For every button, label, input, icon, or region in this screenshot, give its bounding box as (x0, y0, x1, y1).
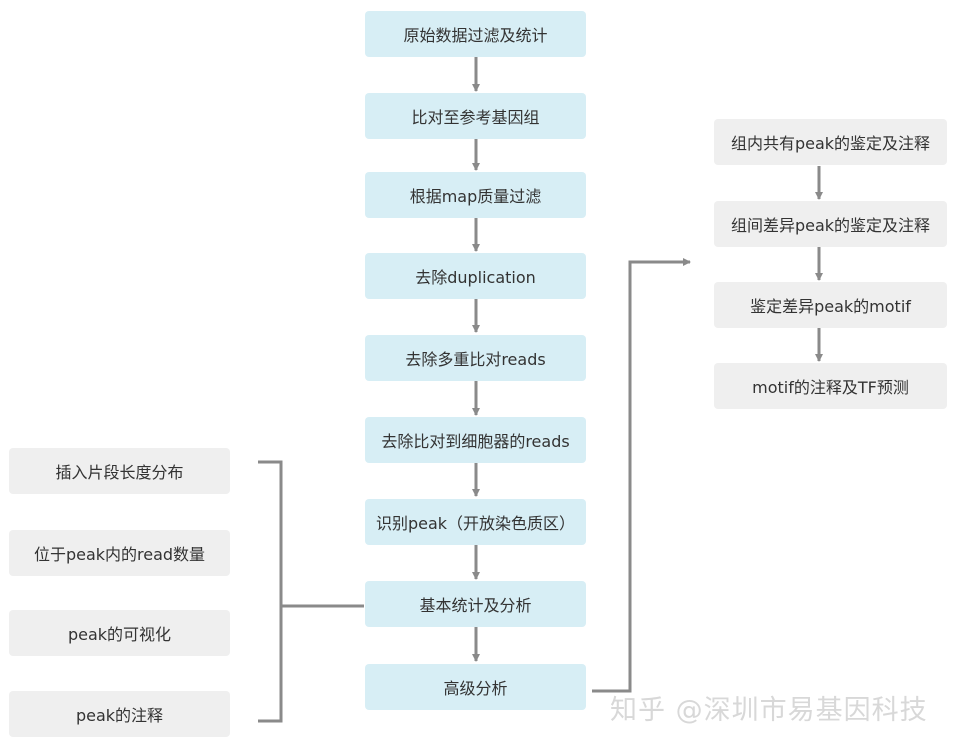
basic-peak-annotation: peak的注释 (9, 691, 230, 737)
basic-reads-in-peak: 位于peak内的read数量 (9, 530, 230, 576)
watermark: 知乎 @深圳市易基因科技 (610, 695, 928, 726)
step-raw-data-filter: 原始数据过滤及统计 (365, 11, 586, 57)
step-align-reference: 比对至参考基因组 (365, 93, 586, 139)
advanced-differential-motif: 鉴定差异peak的motif (714, 282, 947, 328)
right-connector (592, 258, 691, 693)
step-remove-organelle-reads: 去除比对到细胞器的reads (365, 417, 586, 463)
step-peak-calling: 识别peak（开放染色质区） (365, 499, 586, 545)
step-remove-duplication: 去除duplication (365, 253, 586, 299)
step-remove-multi-mapped: 去除多重比对reads (365, 335, 586, 381)
advanced-shared-peak: 组内共有peak的鉴定及注释 (714, 119, 947, 165)
step-advanced-analysis: 高级分析 (365, 664, 586, 710)
basic-peak-visualization: peak的可视化 (9, 610, 230, 656)
advanced-differential-peak: 组间差异peak的鉴定及注释 (714, 201, 947, 247)
basic-insert-length: 插入片段长度分布 (9, 448, 230, 494)
step-map-quality-filter: 根据map质量过滤 (365, 172, 586, 218)
left-bracket (258, 460, 283, 723)
advanced-motif-tf: motif的注释及TF预测 (714, 363, 947, 409)
step-basic-analysis: 基本统计及分析 (365, 581, 586, 627)
